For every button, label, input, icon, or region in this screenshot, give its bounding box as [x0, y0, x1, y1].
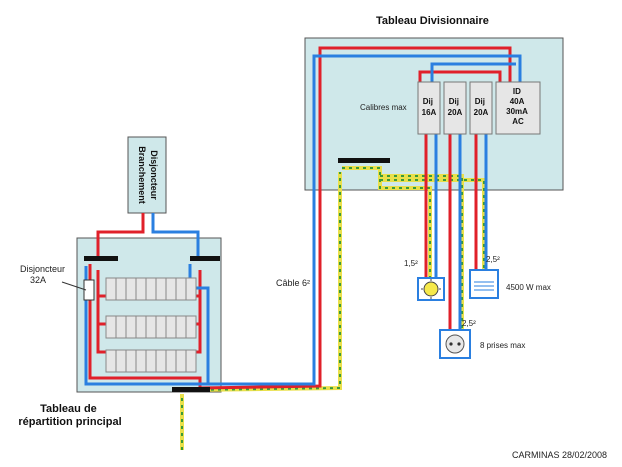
divisionnaire-breakers	[417, 81, 541, 135]
heater-section: 2,5²	[486, 255, 500, 264]
lighting-load	[417, 277, 445, 301]
lightbulb-icon	[423, 281, 439, 297]
differential-label: ID 40A 30mA AC	[506, 87, 530, 126]
socket-icon	[445, 334, 465, 354]
bus-bars	[84, 158, 390, 392]
breaker-20a-1	[443, 81, 467, 135]
credit-label: CARMINAS 28/02/2008	[512, 450, 607, 460]
breaker-20a-2	[469, 81, 493, 135]
breaker-20a-1-label: Dij 20A	[448, 97, 463, 117]
differential-40a	[495, 81, 541, 135]
divisionnaire-title: Tableau Divisionnaire	[376, 15, 489, 27]
branchement-box	[127, 136, 167, 214]
main-breaker-32a	[83, 279, 95, 301]
earth-wires	[180, 166, 486, 450]
cable-label: Câble 6²	[276, 278, 310, 288]
outlet-load	[439, 329, 471, 359]
branchement-label-1: Branchement	[137, 146, 147, 204]
tableau-principal-panel	[76, 237, 222, 393]
earth-stripes	[181, 167, 485, 450]
radiator-icon	[474, 281, 494, 291]
principal-breaker-rows	[105, 277, 197, 373]
breaker-16a	[417, 81, 441, 135]
heater-power: 4500 W max	[506, 283, 551, 292]
disjoncteur-leader	[61, 281, 87, 291]
phase-wires	[88, 46, 512, 390]
neutral-wires	[84, 54, 522, 386]
heater-load	[469, 269, 499, 299]
branchement-label-2: Disjoncteur	[149, 150, 159, 200]
outlet-section: 2,5²	[462, 319, 476, 328]
disjoncteur-label: Disjoncteur 32A	[20, 264, 68, 285]
principal-title: Tableau de répartition principal	[18, 403, 121, 428]
outlet-count: 8 prises max	[480, 341, 525, 350]
lighting-section: 1,5²	[404, 259, 418, 268]
breaker-16a-label: Dij 16A	[422, 97, 437, 117]
calibres-label: Calibres max	[360, 103, 407, 112]
breaker-20a-2-label: Dij 20A	[474, 97, 489, 117]
